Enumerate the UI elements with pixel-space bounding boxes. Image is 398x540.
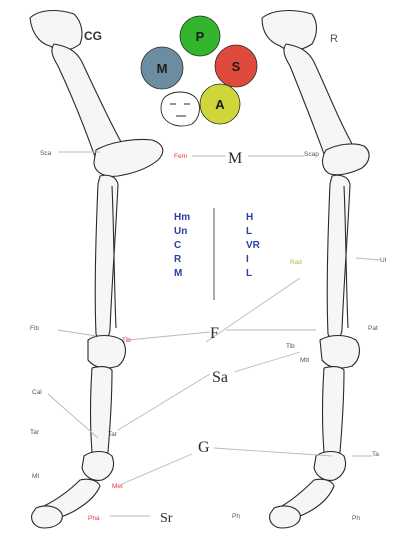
right-knee-joint	[320, 336, 359, 369]
circle-blue-letter: M	[157, 61, 168, 76]
center-list: Hm Un C R M H L VR I L	[174, 208, 261, 300]
label-right-knee-b: Tib	[286, 343, 295, 350]
label-mtt: Mtt	[300, 357, 309, 364]
center-list-right-4: I	[246, 254, 249, 265]
label-lg3: Mt	[32, 473, 39, 480]
center-list-right-2: L	[246, 226, 252, 237]
center-list-left-5: M	[174, 268, 182, 279]
label-lg2: Tar	[30, 429, 40, 436]
label-right-mid: Rad	[290, 259, 302, 266]
circle-yellow-letter: A	[215, 97, 225, 112]
letter-sr: Sr	[160, 511, 173, 526]
center-list-right-3: VR	[246, 240, 261, 251]
label-bottom-mid: Ph	[232, 513, 240, 520]
label-tib: Tib	[122, 337, 131, 344]
left-limb	[30, 11, 163, 528]
view-label-right: R	[330, 33, 338, 45]
left-hoof	[32, 506, 63, 528]
left-knee-joint	[88, 336, 125, 369]
circle-green-letter: P	[196, 29, 205, 44]
letter-f: F	[210, 325, 219, 342]
right-limb	[262, 11, 369, 528]
letter-m: M	[228, 150, 242, 167]
center-list-left-3: C	[174, 240, 181, 251]
label-right-knee: Pat	[368, 325, 378, 332]
label-left-top: Sca	[40, 150, 52, 157]
label-right-hock: Ta	[372, 451, 379, 458]
center-list-left-4: R	[174, 254, 182, 265]
circle-red-letter: S	[232, 59, 241, 74]
right-elbow-joint	[323, 144, 370, 175]
center-list-left-1: Hm	[174, 212, 190, 223]
label-met: Met	[112, 483, 123, 490]
center-list-left-2: Un	[174, 226, 187, 237]
letter-sa: Sa	[212, 369, 228, 386]
left-hock-joint	[82, 452, 114, 481]
letter-g: G	[198, 439, 210, 456]
view-label-left: CG	[84, 29, 102, 43]
muscle-group-circles: P S A M	[141, 16, 257, 126]
right-hoof	[270, 506, 301, 528]
label-pha: Pha	[88, 515, 100, 522]
label-fib: Fib	[30, 325, 39, 332]
right-lower-bone	[323, 367, 345, 458]
label-right-far: Ul	[380, 257, 387, 264]
small-skull-sketch	[161, 92, 199, 126]
label-right-top: Scap	[304, 151, 319, 158]
center-list-right-1: H	[246, 212, 253, 223]
label-lg1: Cal	[32, 389, 42, 396]
center-list-right-5: L	[246, 268, 252, 279]
left-lower-bone	[91, 367, 113, 458]
label-right-bottom: Ph	[352, 515, 360, 522]
label-tar: Tar	[108, 431, 118, 438]
label-fem: Fem	[174, 153, 187, 160]
